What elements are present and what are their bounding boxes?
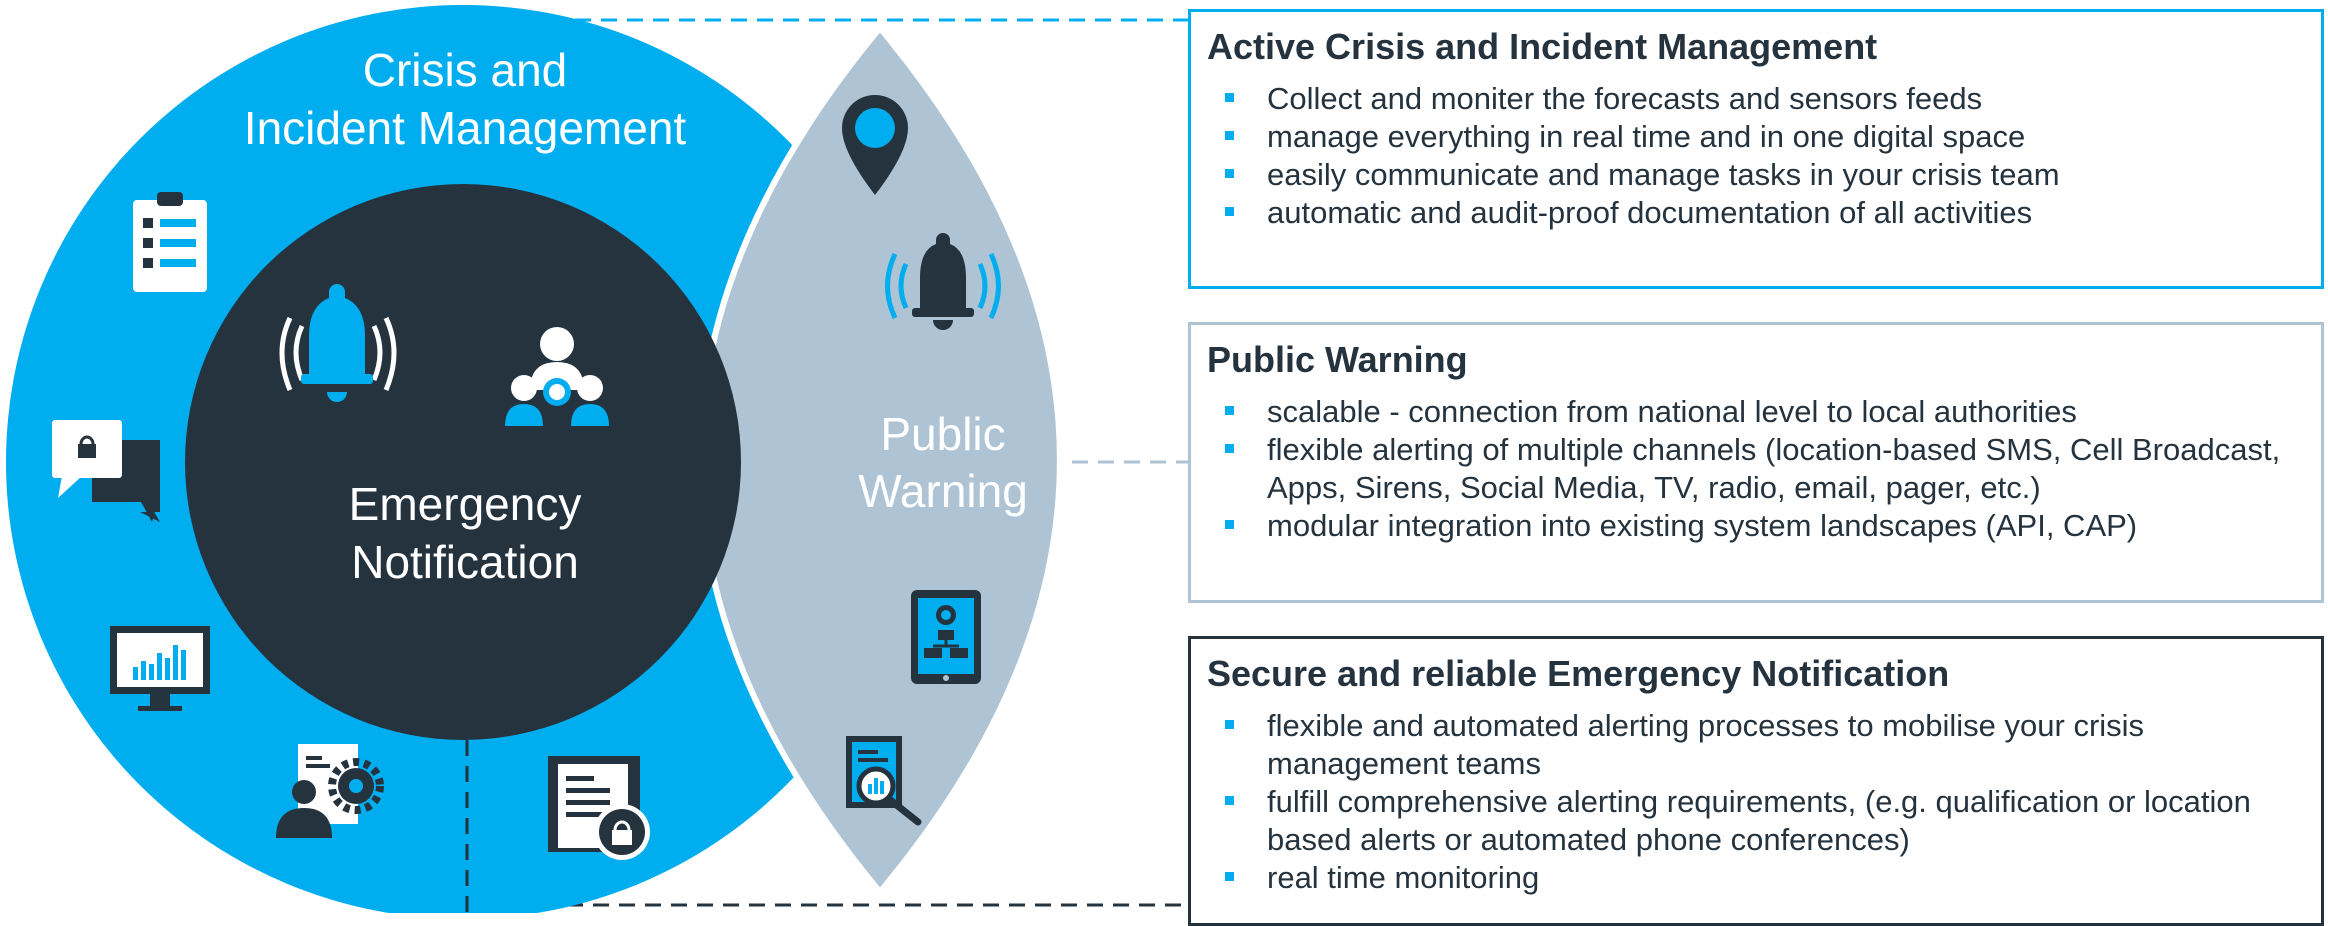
lens-label-line1: Public: [880, 408, 1005, 460]
bell-ringing-icon: [279, 284, 397, 402]
bullet-marker: [1225, 207, 1234, 216]
list-item: automatic and audit-proof documentation …: [1207, 194, 2305, 232]
list-item: easily communicate and manage tasks in y…: [1207, 156, 2305, 194]
bell-ringing-icon: [885, 233, 1001, 330]
group-call-icon: [505, 327, 609, 426]
list-item: manage everything in real time and in on…: [1207, 118, 2305, 156]
bullet-marker: [1225, 444, 1234, 453]
outer-ring-label-line2: Incident Management: [244, 102, 687, 154]
list-item: Collect and moniter the forecasts and se…: [1207, 80, 2305, 118]
bullet-marker: [1225, 406, 1234, 415]
user-gear-icon: [276, 744, 384, 838]
outer-ring-label-line1: Crisis and: [363, 44, 568, 96]
public-warning-box: Public Warning scalable - connection fro…: [1188, 322, 2324, 603]
bullet-list: scalable - connection from national leve…: [1207, 393, 2305, 545]
document-lock-icon: [548, 756, 650, 860]
bullet-marker: [1225, 872, 1234, 881]
box-title: Public Warning: [1207, 339, 1468, 380]
map-pin-icon: [842, 95, 908, 195]
list-item: flexible and automated alerting processe…: [1207, 707, 2305, 783]
inner-circle: [185, 184, 741, 740]
bullet-marker: [1225, 169, 1234, 178]
box-title: Active Crisis and Incident Management: [1207, 26, 1878, 67]
report-magnifier-icon: [846, 736, 922, 826]
list-item: real time monitoring: [1207, 859, 2305, 897]
tablet-org-chart-icon: [911, 590, 981, 684]
list-item: modular integration into existing system…: [1207, 507, 2305, 545]
list-item: fulfill comprehensive alerting requireme…: [1207, 783, 2305, 859]
emergency-notification-box: Secure and reliable Emergency Notificati…: [1188, 636, 2324, 926]
crisis-management-box: Active Crisis and Incident Management Co…: [1188, 9, 2324, 289]
list-item: scalable - connection from national leve…: [1207, 393, 2305, 431]
box-title: Secure and reliable Emergency Notificati…: [1207, 653, 1950, 694]
bullet-marker: [1225, 796, 1234, 805]
bullet-marker: [1225, 720, 1234, 729]
bullet-marker: [1225, 520, 1234, 529]
inner-circle-label-line1: Emergency: [349, 478, 582, 530]
monitor-chart-icon: [110, 626, 210, 711]
chat-lock-icon: [52, 420, 160, 522]
list-item: flexible alerting of multiple channels (…: [1207, 431, 2305, 507]
bullet-marker: [1225, 93, 1234, 102]
bullet-list: flexible and automated alerting processe…: [1207, 707, 2305, 897]
checklist-icon: [133, 192, 207, 292]
bullet-marker: [1225, 131, 1234, 140]
inner-circle-label-line2: Notification: [351, 536, 579, 588]
bullet-list: Collect and moniter the forecasts and se…: [1207, 80, 2305, 232]
lens-label-line2: Warning: [858, 465, 1028, 517]
